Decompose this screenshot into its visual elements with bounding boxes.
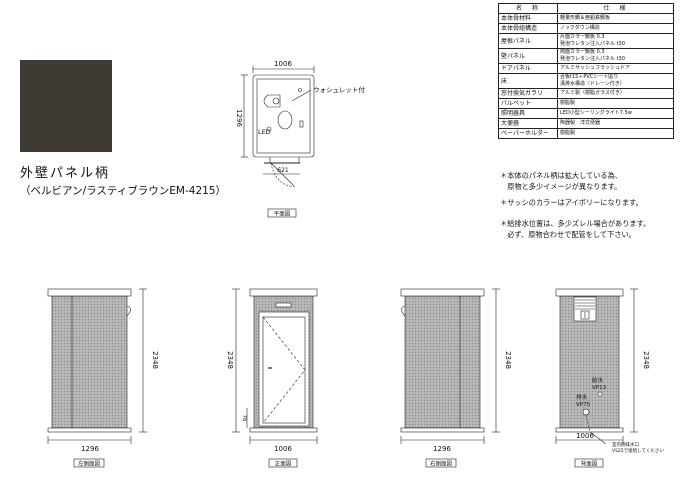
table-row: 床 合板t15＋PVCシート貼り溝排水構造（ドレーン付き）	[498, 73, 674, 89]
front-view	[232, 288, 318, 468]
plan-inner-wall	[256, 78, 311, 154]
label-water-supply: 給水	[592, 376, 604, 384]
note-line: ＊本体のパネル柄は拡大している為、	[500, 171, 622, 180]
plan-dim-depth: 1296	[235, 109, 243, 127]
led-light-icon	[266, 126, 272, 132]
label-water-supply-spec: VP13	[592, 385, 607, 391]
spec-value-line: 合板t15＋PVCシート貼り	[560, 74, 619, 80]
plan-dim-width: 1006	[274, 60, 292, 68]
left-roof	[47, 288, 132, 297]
note-line: ＊給排水位置は、多少ズレル場合があります。	[500, 219, 651, 228]
door-swing-arc	[270, 162, 296, 188]
plan-paper-holder	[299, 120, 304, 128]
panel-caption-title: 外壁パネル柄	[20, 166, 111, 181]
leader-outlet	[589, 431, 607, 445]
front-vent	[275, 302, 292, 308]
left-dim-height: 2348	[151, 351, 159, 369]
right-roof	[400, 288, 485, 297]
front-dim-sill: 76	[241, 415, 247, 422]
right-base	[400, 427, 485, 433]
plan-title-box	[267, 208, 297, 218]
plan-outline	[252, 74, 315, 158]
drain-port	[582, 408, 590, 416]
label-drain-spec: VP75	[576, 402, 591, 408]
spec-value-line: 溝排水構造（ドレーン付き）	[560, 81, 625, 87]
back-title-box	[574, 458, 604, 468]
back-view	[555, 288, 638, 468]
front-dim-width: 1006	[274, 445, 292, 453]
plan-tank	[263, 94, 281, 108]
back-dim-height: 2348	[642, 351, 650, 369]
left-side-view	[47, 288, 147, 468]
plan-washbasin	[272, 97, 280, 105]
left-title-box	[73, 458, 105, 468]
door-open-indicator	[262, 316, 306, 424]
door-leaf	[270, 162, 295, 187]
panel-caption-subtitle: （ベルビアン/ラスティブラウンEM-4215）	[20, 185, 226, 197]
right-title-box	[425, 458, 457, 468]
left-wall-panel	[51, 295, 128, 429]
left-base	[47, 427, 132, 433]
front-title: 正面図	[275, 461, 292, 468]
back-dim-width: 1006	[576, 432, 594, 440]
plan-title: 平面図	[274, 211, 291, 218]
back-roof	[555, 288, 624, 297]
plan-view	[241, 66, 315, 218]
front-roof	[249, 288, 318, 297]
label-washlet: ウォシュレット付	[313, 85, 365, 94]
left-title: 左側面図	[78, 460, 101, 468]
note-line: ＊サッシのカラーはアイボリーになります。	[500, 198, 643, 207]
label-drain: 排水	[576, 393, 588, 401]
right-title: 右側面図	[430, 460, 453, 468]
spec-value-line: 発泡ウレタン注入パネル t30	[560, 41, 625, 47]
plan-toilet-bowl	[277, 110, 293, 130]
panel-pattern-swatch	[20, 60, 112, 152]
front-dim-height: 2348	[226, 351, 234, 369]
right-dim-width: 1296	[433, 445, 451, 453]
spec-value-line: 片面カラー鋼板 0.3	[560, 34, 605, 40]
table-row: ペーパーホルダー 樹脂製	[498, 128, 674, 139]
right-wall-panel	[404, 295, 481, 429]
front-door-frame	[258, 311, 310, 427]
right-side-view	[400, 288, 500, 468]
front-base	[249, 427, 318, 433]
spec-value: 樹脂製	[557, 128, 674, 139]
left-dim-width: 1296	[81, 445, 99, 453]
right-dim-height: 2348	[504, 351, 512, 369]
front-title-box	[268, 458, 298, 468]
plan-dim-door: 621	[277, 167, 289, 174]
spec-value: 合板t15＋PVCシート貼り溝排水構造（ドレーン付き）	[557, 73, 674, 89]
spec-value-line: 両面カラー鋼板 0.3	[560, 49, 605, 55]
note-line: 原物と多少イメージが異なります。	[500, 182, 622, 191]
water-supply-port	[597, 391, 603, 397]
label-led: LED	[258, 128, 271, 136]
leader-washlet	[291, 89, 312, 102]
left-vent-hood	[126, 305, 131, 317]
spec-value-line: 発泡ウレタン注入パネル t30	[560, 56, 625, 62]
spec-table: 名 称 仕 様 本体骨材料 軽量形鋼＆亜鉛鉄鋼板 本体骨組構造 ノックダウン構造…	[498, 3, 674, 139]
note-line: 必ず、原物合わせで配管をして下さい。	[500, 230, 636, 239]
plan-fixture	[298, 88, 302, 92]
label-outlet-spec: VS25で接続してください	[612, 447, 664, 454]
right-vent-hood	[401, 305, 406, 317]
label-outlet: 室内側排水口	[612, 441, 639, 448]
back-title: 背面図	[581, 460, 598, 468]
